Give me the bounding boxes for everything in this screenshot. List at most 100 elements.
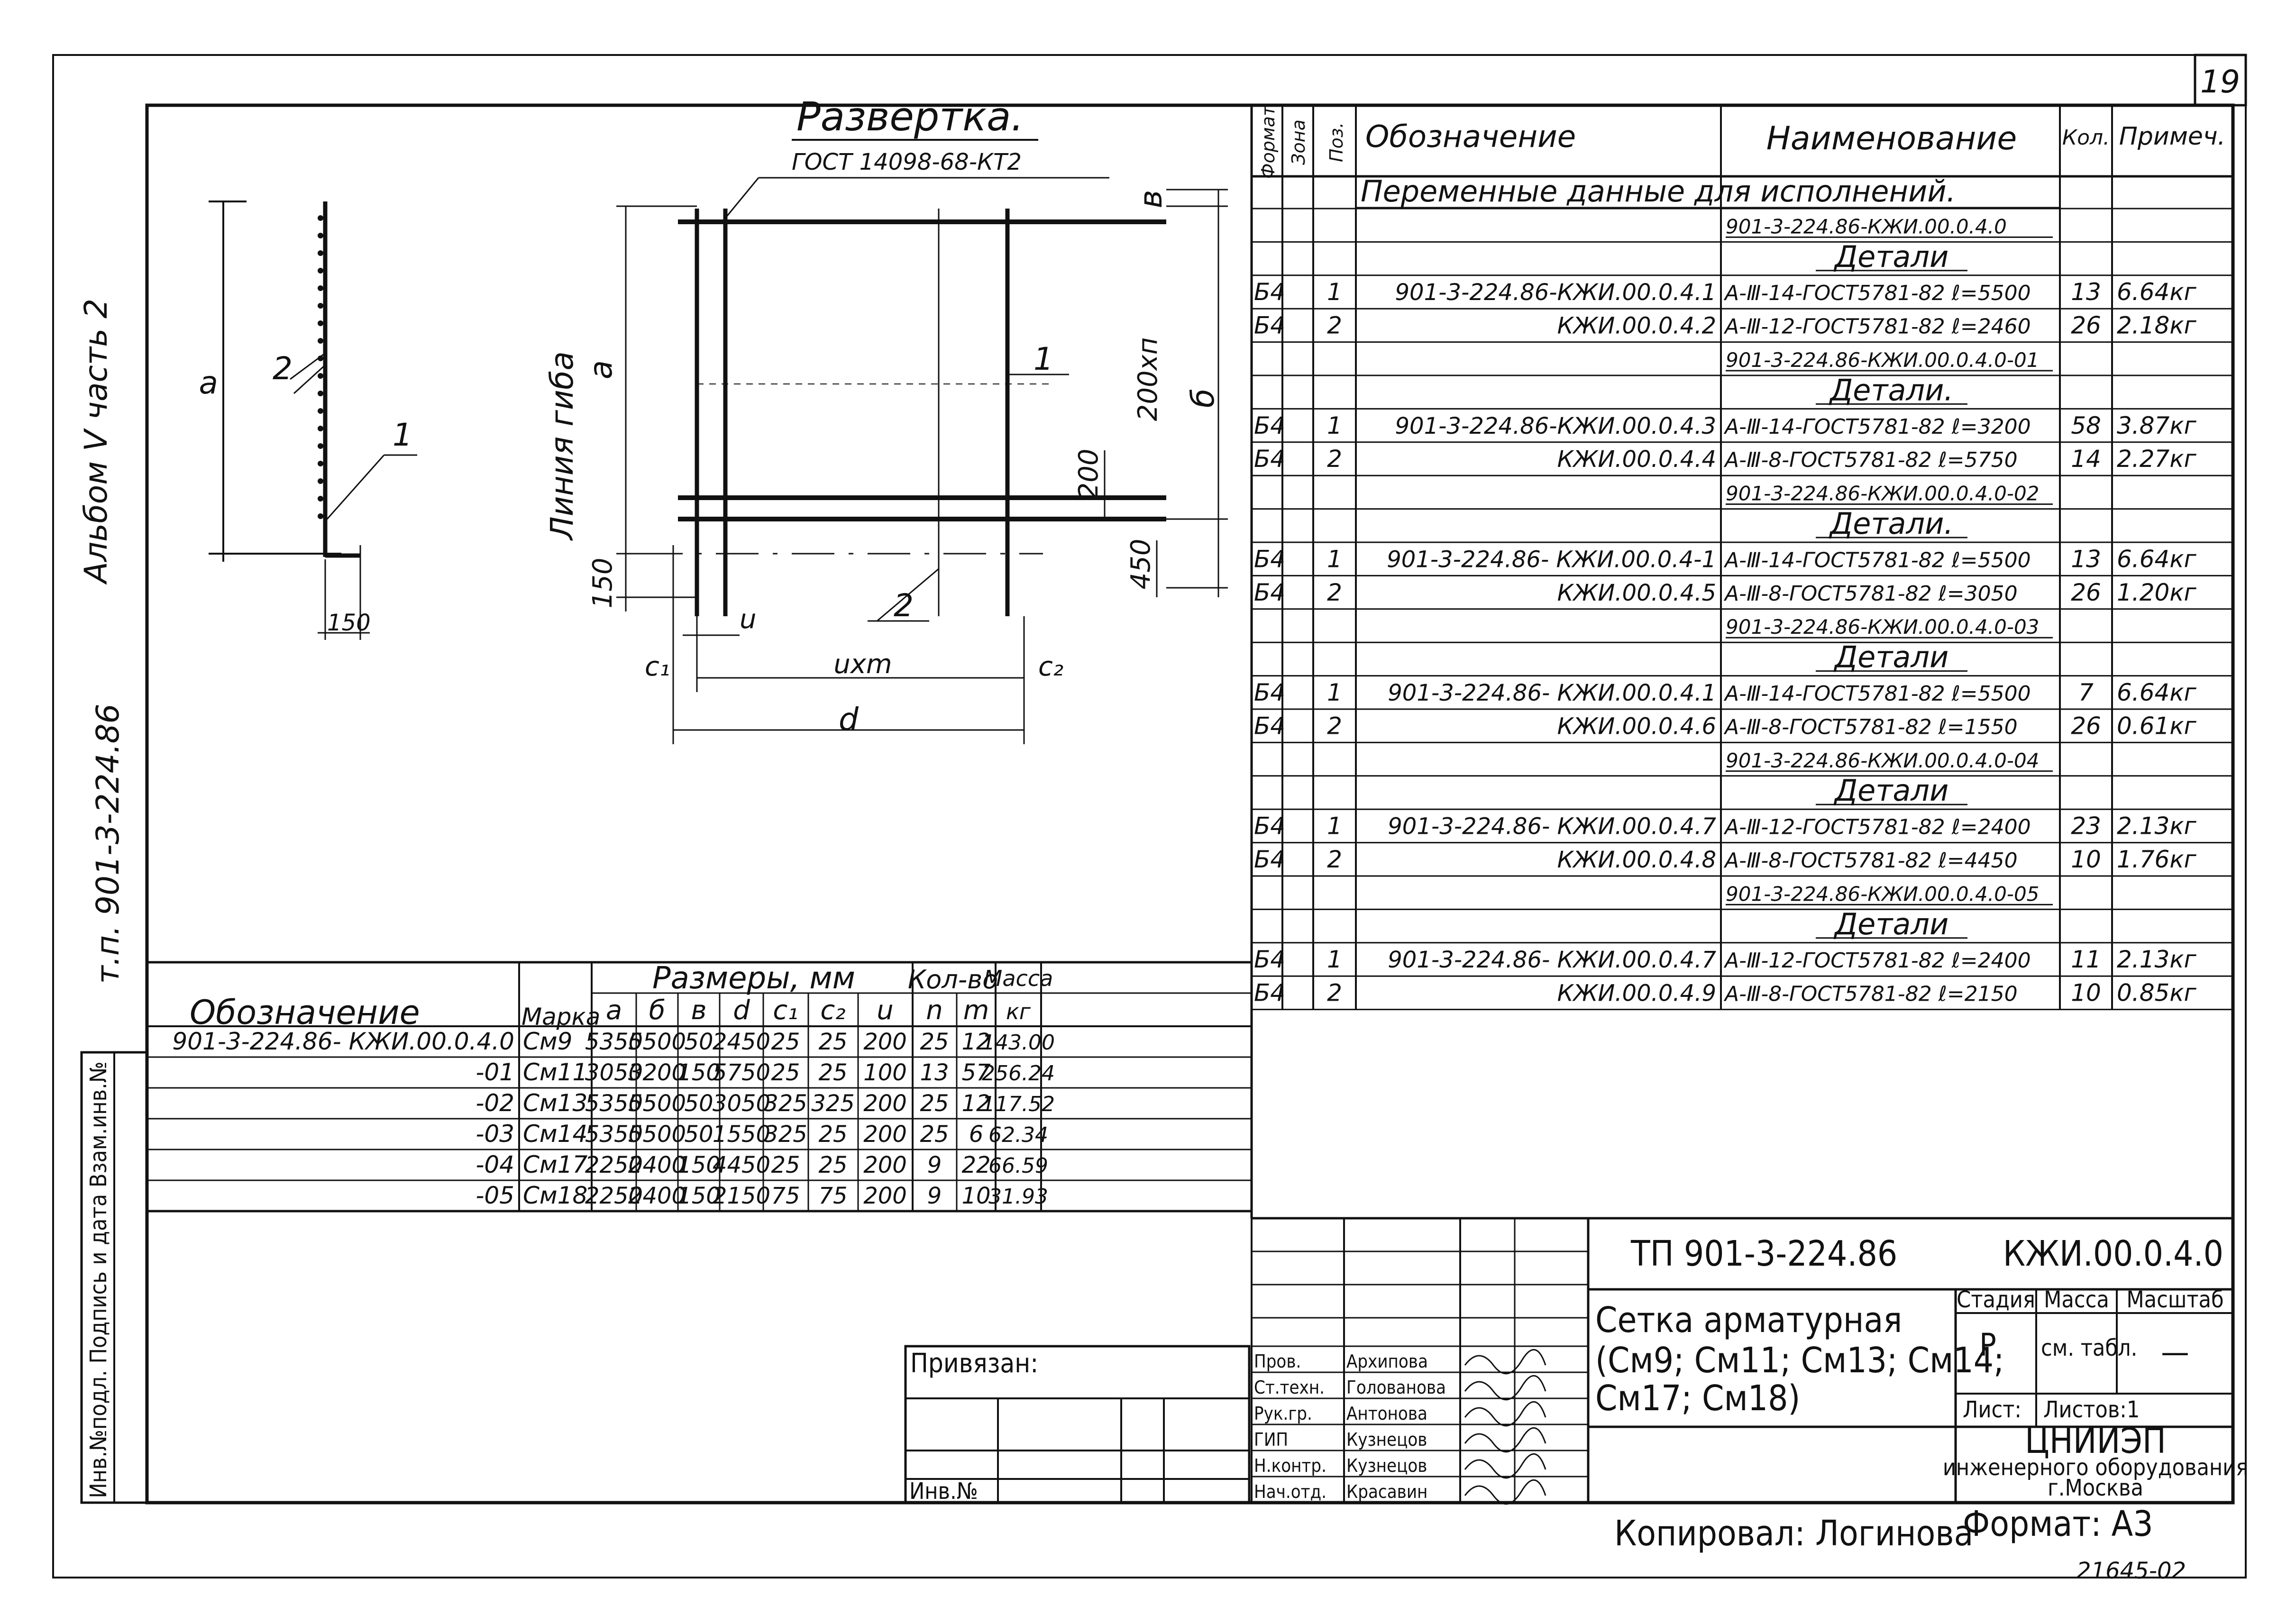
drawing-title: Развертка. xyxy=(796,93,1024,140)
spec-cell-name: А-Ⅲ-14-ГОСТ5781-82 ℓ=5500 xyxy=(1723,548,2031,572)
stage-value: Р xyxy=(1979,1327,1996,1363)
spec-cell-qty: 11 xyxy=(2071,946,2101,973)
dims-cell-d: 2150 xyxy=(713,1183,770,1209)
dims-cell-mark: См11 xyxy=(523,1058,587,1086)
side-columns-label: Инв.№подл. Подпись и дата Взам.инв.№ xyxy=(85,1061,112,1498)
side-columns: Инв.№подл. Подпись и дата Взам.инв.№ xyxy=(80,1051,148,1504)
spec-section-title: Детали. xyxy=(1829,373,1953,407)
document-code: КЖИ.00.0.4.0 xyxy=(2003,1233,2223,1274)
spec-cell-pos: 2 xyxy=(1327,312,1342,339)
spec-cell-name: А-Ⅲ-12-ГОСТ5781-82 ℓ=2400 xyxy=(1723,949,2031,973)
dim-c2: c₂ xyxy=(1038,651,1063,682)
signer-role: Нач.отд. xyxy=(1254,1481,1326,1502)
dims-cell-designation: -02 xyxy=(476,1089,514,1117)
spec-cell-pos: 1 xyxy=(1327,278,1342,306)
dims-cell-v: 50 xyxy=(684,1029,713,1055)
dim-v: в xyxy=(1133,190,1169,209)
dim-200: 200 xyxy=(1073,449,1104,500)
spec-cell-pos: 2 xyxy=(1327,846,1342,873)
spec-header-designation: Обозначение xyxy=(1365,119,1576,155)
drawing-area: а 2 1 150 Развертка. ГОСТ 14098-68-КТ2 Л… xyxy=(199,93,1228,744)
bar-section-dot xyxy=(318,513,323,519)
dims-cell-n: 9 xyxy=(927,1152,942,1178)
dims-cell-u: 100 xyxy=(863,1059,907,1086)
dims-cell-mass: 117.52 xyxy=(982,1092,1055,1116)
dims-subheader: n xyxy=(926,995,943,1026)
page-number-box xyxy=(2194,54,2247,107)
spec-variant-designation: 901-3-224.86-КЖИ.00.0.4.0 xyxy=(1726,215,2007,238)
spec-cell-note: 1.20кг xyxy=(2117,579,2197,606)
spec-cell-format: Б4 xyxy=(1254,412,1285,439)
dims-cell-m: 10 xyxy=(961,1183,990,1209)
dims-subheader: а xyxy=(606,995,622,1026)
dims-cell-c2: 25 xyxy=(818,1059,847,1086)
spec-section-title: Детали xyxy=(1833,773,1949,808)
dims-cell-u: 200 xyxy=(863,1183,907,1209)
copied-by: Копировал: Логинова xyxy=(1614,1513,1973,1554)
signature xyxy=(1464,1375,1546,1401)
scale-value: — xyxy=(2161,1334,2189,1370)
spec-header-format: Формат xyxy=(1258,105,1279,179)
spec-cell-designation: КЖИ.00.0.4.9 xyxy=(1557,980,1716,1007)
spec-cell-pos: 2 xyxy=(1327,979,1342,1007)
sheets-label: Листов:1 xyxy=(2043,1396,2140,1423)
spec-cell-qty: 26 xyxy=(2071,312,2101,339)
spec-cell-qty: 13 xyxy=(2071,278,2101,306)
dims-cell-b: 5500 xyxy=(628,1029,686,1055)
spec-header-qty: Кол. xyxy=(2062,126,2110,150)
spec-cell-format: Б4 xyxy=(1254,679,1285,706)
spec-variant-designation: 901-3-224.86-КЖИ.00.0.4.0-03 xyxy=(1726,615,2039,639)
bar-section-dot xyxy=(318,373,323,379)
spec-cell-format: Б4 xyxy=(1254,846,1285,873)
spec-cell-designation: КЖИ.00.0.4.2 xyxy=(1557,313,1716,339)
spec-cell-name: А-Ⅲ-12-ГОСТ5781-82 ℓ=2460 xyxy=(1723,315,2031,339)
dims-cell-d: 2450 xyxy=(713,1029,770,1055)
dims-cell-designation: 901-3-224.86- КЖИ.00.0.4.0 xyxy=(172,1028,514,1055)
signature xyxy=(1464,1401,1546,1427)
spec-cell-pos: 1 xyxy=(1327,412,1342,439)
bar-section-dot xyxy=(318,496,323,502)
signer-name: Кузнецов xyxy=(1346,1455,1427,1476)
spec-cell-qty: 26 xyxy=(2071,712,2101,739)
side-label-top: Альбом Ⅴ часть 2 xyxy=(78,299,114,585)
spec-cell-note: 6.64кг xyxy=(2117,278,2197,306)
mark-2: 2 xyxy=(894,587,914,624)
spec-cell-format: Б4 xyxy=(1254,445,1285,473)
left-dim-150: 150 xyxy=(327,610,371,636)
spec-cell-name: А-Ⅲ-14-ГОСТ5781-82 ℓ=3200 xyxy=(1723,415,2031,439)
dims-subheader: c₂ xyxy=(820,995,845,1026)
signer-name: Кузнецов xyxy=(1346,1429,1427,1450)
dims-cell-a: 2250 xyxy=(585,1152,643,1178)
dim-b: б xyxy=(1185,389,1221,408)
project-number: ТП 901-3-224.86 xyxy=(1630,1233,1897,1274)
spec-section-title: Детали. xyxy=(1829,506,1953,541)
spec-cell-pos: 2 xyxy=(1327,712,1342,739)
dims-cell-designation: -05 xyxy=(476,1182,514,1209)
dims-cell-n: 9 xyxy=(927,1183,942,1209)
spec-cell-designation: 901-3-224.86- КЖИ.00.0.4.1 xyxy=(1388,680,1716,706)
spec-cell-format: Б4 xyxy=(1254,278,1285,306)
dims-cell-n: 25 xyxy=(920,1090,949,1117)
dims-cell-a: 5350 xyxy=(585,1121,643,1148)
spec-cell-note: 6.64кг xyxy=(2117,545,2197,573)
bar-section-dot xyxy=(318,408,323,414)
spec-header-note: Примеч. xyxy=(2119,122,2225,151)
spec-cell-name: А-Ⅲ-14-ГОСТ5781-82 ℓ=5500 xyxy=(1723,682,2031,706)
spec-cell-name: А-Ⅲ-12-ГОСТ5781-82 ℓ=2400 xyxy=(1723,815,2031,839)
dims-header-mass: Масса xyxy=(984,966,1053,991)
dims-cell-n: 25 xyxy=(920,1121,949,1148)
bar-section-dot xyxy=(318,426,323,431)
drawing-name-1: Сетка арматурная xyxy=(1595,1300,1902,1341)
signer-role: Н.контр. xyxy=(1254,1455,1326,1476)
spec-cell-format: Б4 xyxy=(1254,712,1285,739)
dims-cell-designation: -03 xyxy=(476,1120,514,1148)
dims-cell-u: 200 xyxy=(863,1090,907,1117)
spec-cell-qty: 23 xyxy=(2071,812,2101,840)
spec-variant-designation: 901-3-224.86-КЖИ.00.0.4.0-05 xyxy=(1726,882,2039,905)
spec-header-name: Наименование xyxy=(1766,120,2017,157)
elevation-view: а 2 1 150 xyxy=(199,201,417,640)
dims-cell-c1: 325 xyxy=(764,1090,807,1117)
spec-cell-qty: 10 xyxy=(2071,979,2101,1007)
spec-cell-qty: 26 xyxy=(2071,579,2101,606)
